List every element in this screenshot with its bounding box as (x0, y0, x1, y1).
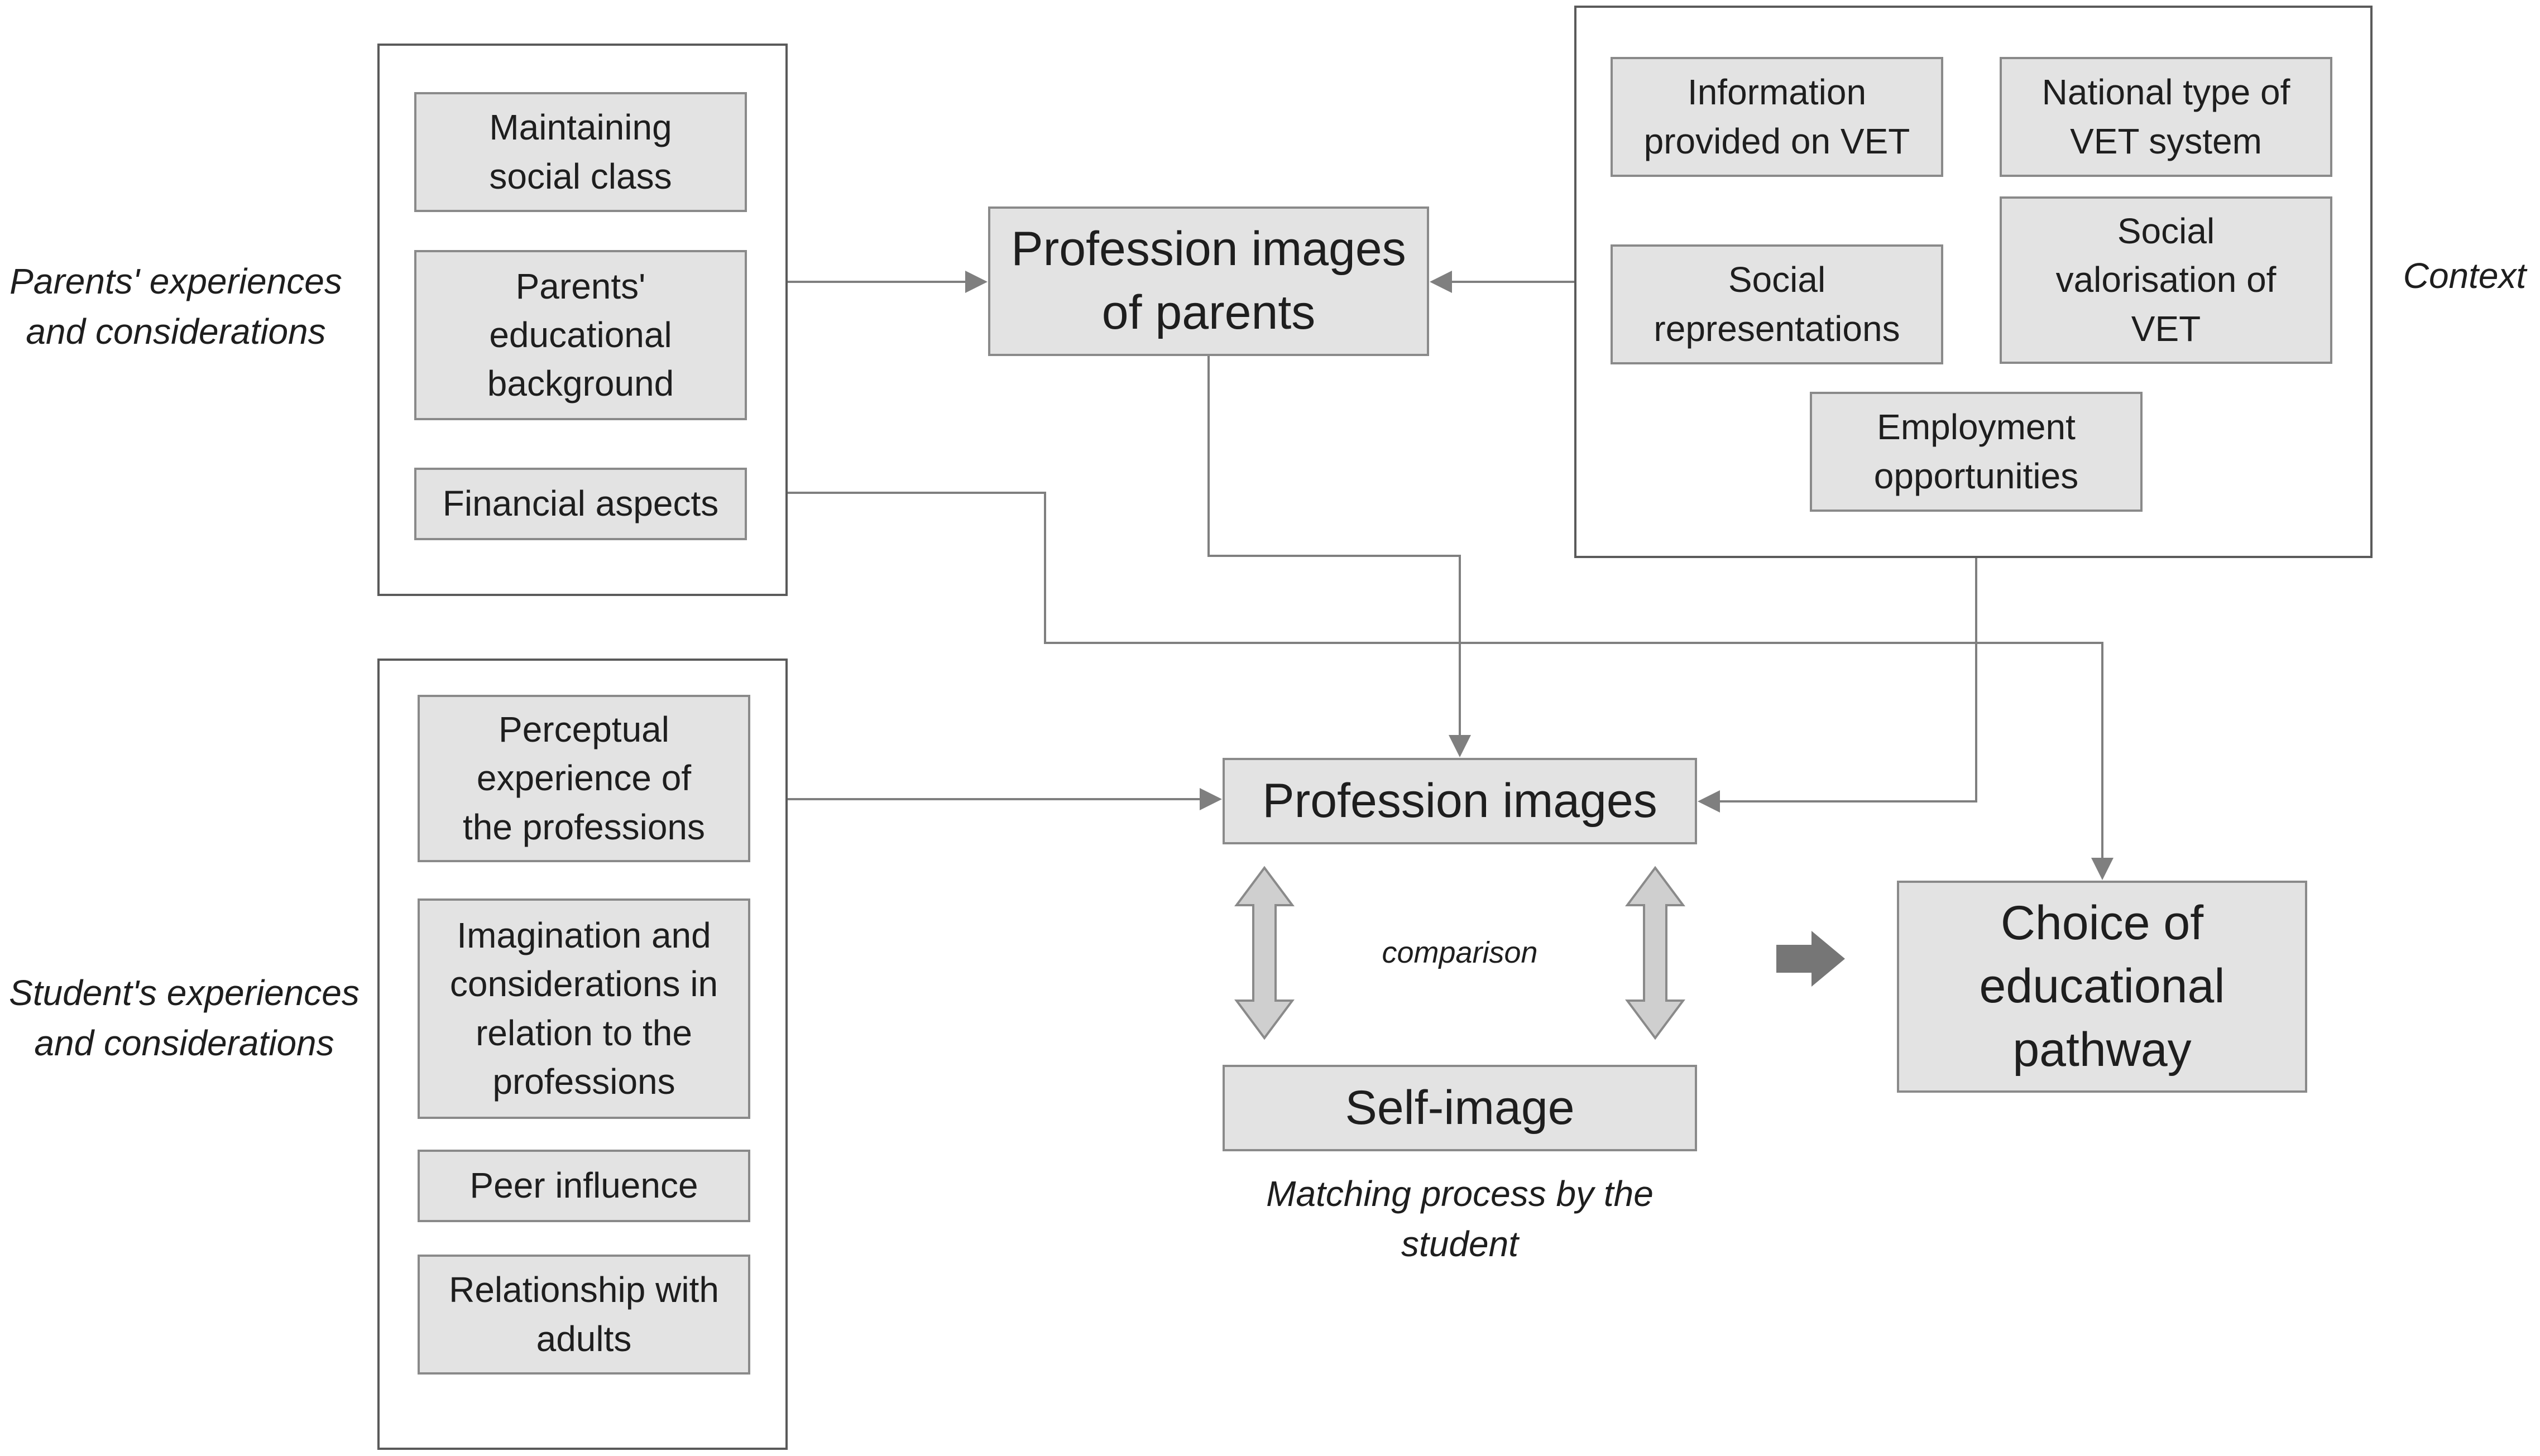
student-factor-peer-influence: Peer influence (418, 1150, 750, 1222)
context-factor-national-vet-system: National type of VET system (2000, 57, 2332, 177)
context-factor-social-valorisation: Social valorisation of VET (2000, 196, 2332, 364)
context-factor-information-vet: Information provided on VET (1611, 57, 1943, 177)
profession-images: Profession images (1223, 758, 1697, 844)
matching-process-label: Matching process by the student (1266, 1174, 1654, 1264)
comparison-double-arrow-right (1625, 866, 1685, 1040)
student-label: Student's experiences and considerations (9, 973, 360, 1063)
parents-factor-social-class: Maintaining social class (414, 92, 747, 212)
student-factor-perceptual-experience: Perceptual experience of the professions (418, 695, 750, 862)
comparison-double-arrow-left (1234, 866, 1295, 1040)
arrow-financial-to-choice (788, 492, 2114, 880)
self-image: Self-image (1223, 1065, 1697, 1151)
student-factor-relationship-adults: Relationship with adults (418, 1255, 750, 1375)
context-label: Context (2403, 256, 2527, 296)
parents-factor-financial: Financial aspects (414, 468, 747, 540)
block-arrow-to-choice (1776, 931, 1845, 987)
arrow-context-to-profession-images (1698, 558, 1977, 813)
parents-label: Parents' experiences and considerations (9, 261, 342, 352)
context-factor-employment: Employment opportunities (1810, 392, 2143, 512)
context-factor-social-representations: Social representations (1611, 244, 1943, 364)
parents-factor-educational-background: Parents' educational background (414, 250, 747, 420)
profession-images-of-parents: Profession images of parents (988, 206, 1429, 356)
choice-of-educational-pathway: Choice of educational pathway (1897, 881, 2307, 1093)
arrow-parent-images-to-profession-images (1207, 356, 1471, 757)
comparison-label: comparison (1382, 936, 1538, 969)
student-factor-imagination: Imagination and considerations in relati… (418, 898, 750, 1119)
